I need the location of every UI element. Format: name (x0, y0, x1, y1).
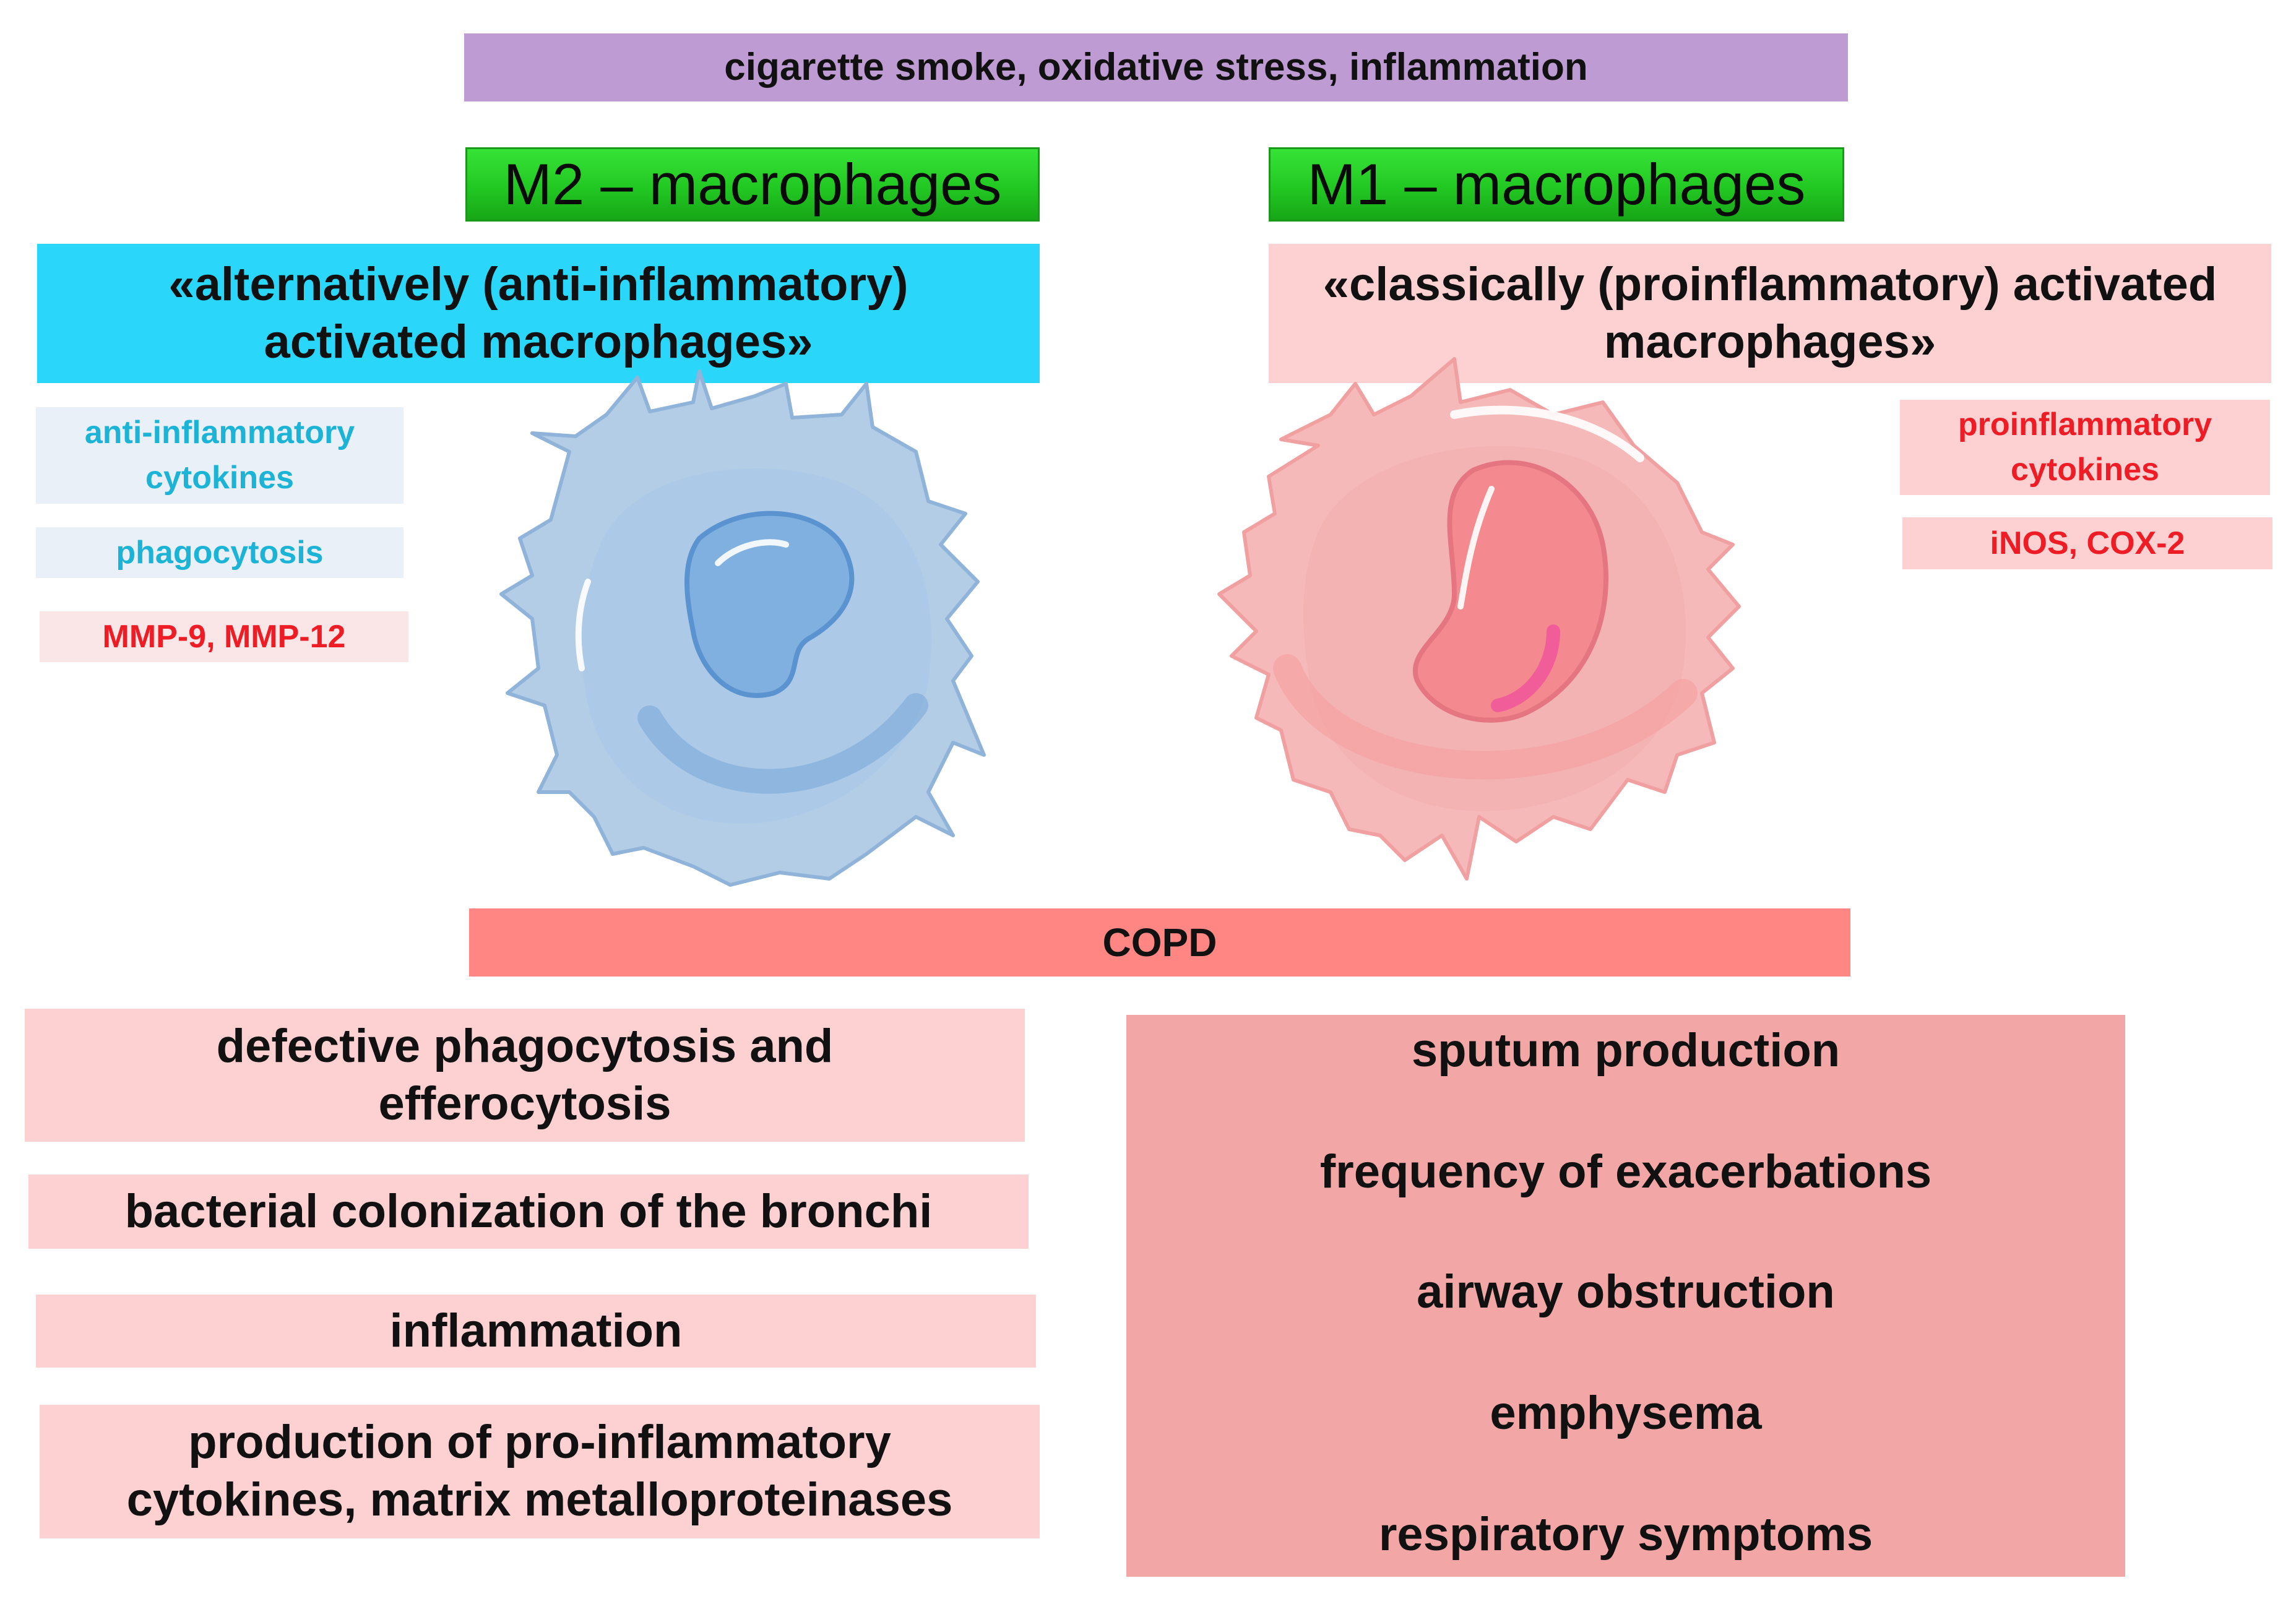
m2-cytokines-line2: cytokines (145, 460, 294, 496)
copd-banner: COPD (469, 908, 1850, 977)
m1-title: M1 – macrophages (1269, 147, 1844, 222)
m1-cytokines-line2: cytokines (2011, 452, 2159, 488)
m2-mmp: MMP-9, MMP-12 (40, 611, 408, 662)
effect-defective-phagocytosis-line1: defective phagocytosis and (216, 1019, 834, 1072)
symptom-respiratory-symptoms: respiratory symptoms (1378, 1508, 1873, 1561)
effect-defective-phagocytosis-line2: efferocytosis (378, 1077, 671, 1130)
effect-production-line1: production of pro-inflammatory (188, 1416, 891, 1469)
m2-subtitle-line1: «alternatively (anti-inflammatory) (168, 257, 908, 311)
effect-bacterial-colonization: bacterial colonization of the bronchi (28, 1175, 1029, 1249)
m2-subtitle-line2: activated macrophages» (264, 315, 813, 368)
trigger-banner: cigarette smoke, oxidative stress, infla… (464, 33, 1848, 101)
effect-production: production of pro-inflammatory cytokines… (40, 1405, 1040, 1538)
m2-cytokines-line1: anti-inflammatory (84, 415, 355, 451)
copd-symptoms-panel: sputum production frequency of exacerbat… (1126, 1015, 2125, 1577)
m2-subtitle: «alternatively (anti-inflammatory) activ… (37, 244, 1040, 383)
m1-inos-cox2: iNOS, COX-2 (1902, 517, 2272, 569)
m2-anti-inflammatory-cytokines: anti-inflammatory cytokines (36, 407, 404, 504)
m1-cytokines-line1: proinflammatory (1957, 407, 2212, 443)
symptom-sputum-production: sputum production (1411, 1024, 1841, 1077)
m1-macrophage-cell-icon (1217, 357, 1741, 881)
effect-defective-phagocytosis: defective phagocytosis and efferocytosis (25, 1009, 1025, 1142)
m1-subtitle-line1: «classically (proinflammatory) activated (1323, 257, 2217, 311)
effect-production-line2: cytokines, matrix metalloproteinases (126, 1473, 953, 1526)
m2-title: M2 – macrophages (465, 147, 1040, 222)
symptom-emphysema: emphysema (1490, 1387, 1762, 1439)
m2-phagocytosis: phagocytosis (36, 527, 404, 578)
m1-subtitle: «classically (proinflammatory) activated… (1269, 244, 2271, 383)
m1-proinflammatory-cytokines: proinflammatory cytokines (1900, 400, 2270, 495)
symptom-airway-obstruction: airway obstruction (1417, 1266, 1835, 1318)
m2-macrophage-cell-icon (499, 369, 986, 887)
symptom-exacerbation-frequency: frequency of exacerbations (1319, 1145, 1932, 1198)
m1-subtitle-line2: macrophages» (1603, 315, 1936, 368)
effect-inflammation: inflammation (36, 1295, 1036, 1368)
